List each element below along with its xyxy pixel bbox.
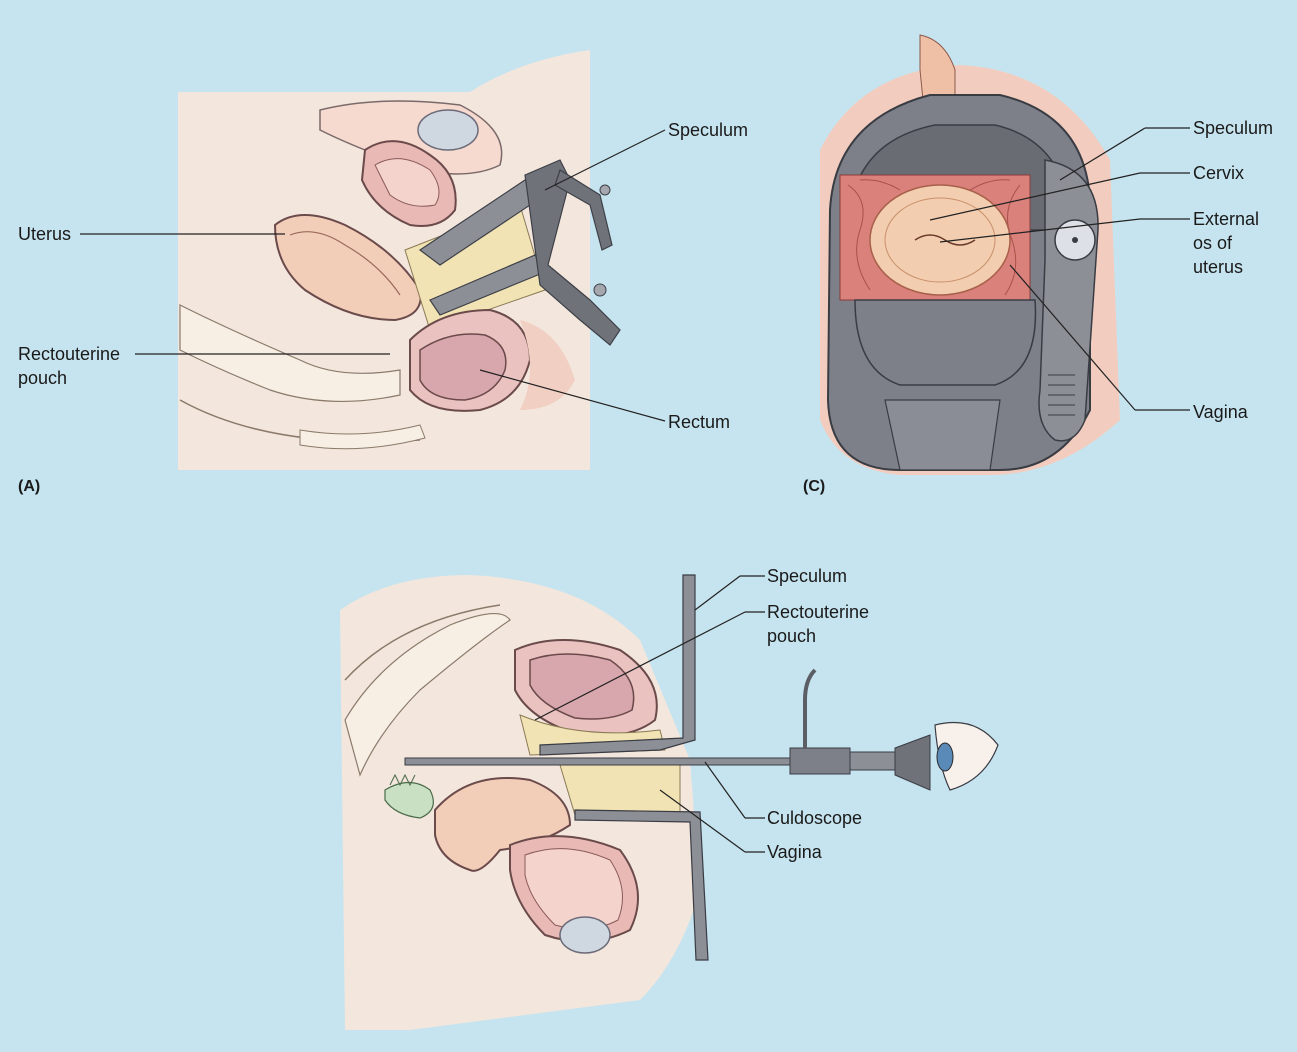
eye-icon (935, 723, 998, 791)
label-c-cervix: Cervix (1193, 161, 1244, 185)
panel-b-eye-iris (937, 743, 953, 771)
panel-b-culdoscope-eyepiece (895, 735, 930, 790)
panel-c-speculum-lower-blade (855, 300, 1036, 385)
panel-a-speculum-screw (594, 284, 606, 296)
leader-b-culdoscope-2 (705, 762, 745, 818)
panel-b-culdoscope-shaft (405, 758, 795, 765)
panel-c-speculum-screw-center (1072, 237, 1078, 243)
panel-b-pubic-bone (560, 917, 610, 953)
panel-a-pubic-bone (418, 110, 478, 150)
label-c-vagina: Vagina (1193, 400, 1248, 424)
panel-a-illustration (178, 50, 620, 470)
panel-a-speculum-knob (600, 185, 610, 195)
leader-b-speculum-2 (695, 576, 740, 610)
label-b-rectouterine-line2: pouch (767, 624, 816, 648)
label-c-external-line2: os of (1193, 231, 1232, 255)
label-b-vagina: Vagina (767, 840, 822, 864)
label-a-speculum: Speculum (668, 118, 748, 142)
panel-b-culdoscope-body (790, 748, 850, 774)
label-b-culdoscope: Culdoscope (767, 806, 862, 830)
panel-b-light-cable (805, 670, 815, 748)
label-a-rectum: Rectum (668, 410, 730, 434)
label-c-external-line1: External (1193, 207, 1259, 231)
panel-c-letter: (C) (803, 475, 825, 499)
panel-b-illustration (340, 575, 998, 1030)
label-c-external-line3: uterus (1193, 255, 1243, 279)
panel-c-cervix (870, 185, 1010, 295)
panel-a-letter: (A) (18, 475, 40, 499)
label-a-uterus: Uterus (18, 222, 71, 246)
label-a-rectouterine-line1: Rectouterine (18, 342, 120, 366)
panel-c-illustration (820, 35, 1120, 475)
label-b-rectouterine-line1: Rectouterine (767, 600, 869, 624)
label-a-rectouterine-line2: pouch (18, 366, 67, 390)
panel-b-culdoscope-coupler (850, 752, 895, 770)
label-c-speculum: Speculum (1193, 116, 1273, 140)
label-b-speculum: Speculum (767, 564, 847, 588)
panel-c-speculum-stem (885, 400, 1000, 470)
